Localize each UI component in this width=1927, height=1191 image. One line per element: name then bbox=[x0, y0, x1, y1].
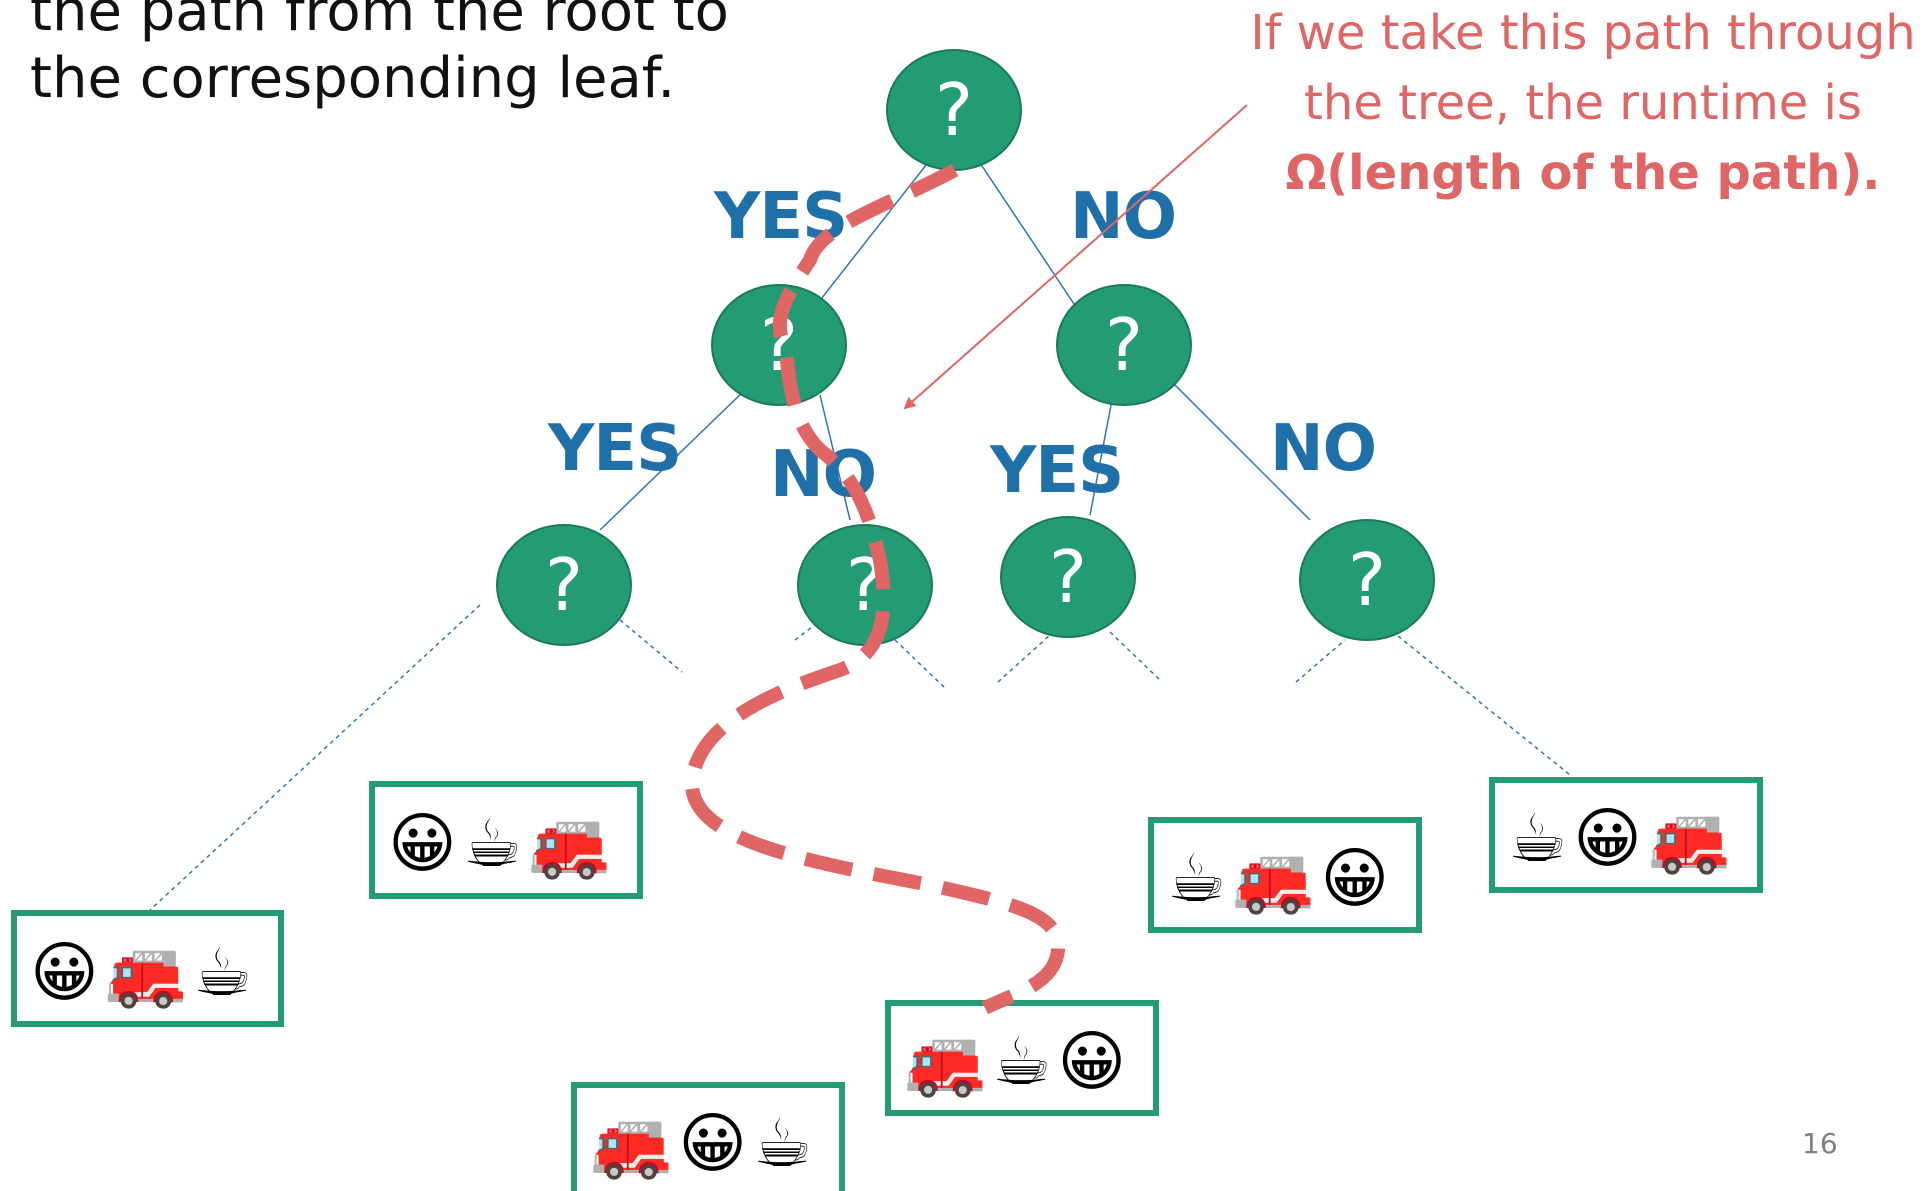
dotted-edge bbox=[619, 619, 683, 673]
edge-label-right-no: NO bbox=[1270, 412, 1376, 486]
coffee-icon: ☕ bbox=[193, 934, 252, 1011]
smiley-icon: 😀 bbox=[388, 805, 457, 882]
tree-node-lr: ? bbox=[797, 524, 933, 646]
leaf-box: 🚒☕😀 bbox=[885, 1000, 1159, 1116]
dotted-edges bbox=[149, 589, 1571, 911]
intro-line-2: the corresponding leaf. bbox=[30, 46, 676, 112]
coffee-icon: ☕ bbox=[463, 805, 522, 882]
leaf-icons: 😀☕🚒 bbox=[388, 805, 610, 882]
smiley-icon: 😀 bbox=[1320, 840, 1389, 917]
dotted-edge bbox=[1295, 639, 1346, 683]
leaf-box: ☕🚒😀 bbox=[1148, 817, 1422, 933]
tree-node-right: ? bbox=[1056, 284, 1192, 406]
dotted-edge bbox=[1109, 631, 1161, 681]
tree-node-rl: ? bbox=[1000, 516, 1136, 638]
coffee-icon: ☕ bbox=[1167, 840, 1226, 917]
fire-engine-icon: 🚒 bbox=[1648, 800, 1730, 877]
intro-line-1: the path from the root to bbox=[30, 0, 729, 44]
dotted-edge bbox=[1397, 635, 1571, 776]
smiley-icon: 😀 bbox=[1573, 800, 1642, 877]
coffee-icon: ☕ bbox=[753, 1105, 812, 1182]
edge-label-root-no: NO bbox=[1070, 180, 1176, 254]
edge-labels: YES NO YES NO YES NO bbox=[547, 180, 1377, 512]
coffee-icon: ☕ bbox=[1508, 800, 1567, 877]
slide-number: 16 bbox=[1802, 1127, 1838, 1160]
edge-label-right-yes: YES bbox=[989, 434, 1123, 508]
smiley-icon: 😀 bbox=[30, 934, 99, 1011]
fire-engine-icon: 🚒 bbox=[1232, 840, 1314, 917]
callout-line-3: Ω(length of the path). bbox=[1285, 145, 1881, 201]
leaf-icons: 🚒😀☕ bbox=[590, 1105, 812, 1182]
fire-engine-icon: 🚒 bbox=[528, 805, 610, 882]
fire-engine-icon: 🚒 bbox=[590, 1105, 672, 1182]
svg-text:?: ? bbox=[935, 68, 973, 152]
leaf-icons: 😀🚒☕ bbox=[30, 934, 252, 1011]
leaf-box: 🚒😀☕ bbox=[571, 1082, 845, 1191]
smiley-icon: 😀 bbox=[678, 1105, 747, 1182]
dotted-edge bbox=[894, 639, 946, 689]
edge-label-left-yes: YES bbox=[547, 412, 681, 486]
runtime-callout: If we take this path through the tree, t… bbox=[1238, 0, 1927, 208]
tree-node-left: ? bbox=[711, 284, 847, 406]
leaf-icons: 🚒☕😀 bbox=[904, 1023, 1126, 1100]
svg-text:?: ? bbox=[1105, 303, 1143, 387]
dotted-edge bbox=[149, 604, 481, 911]
svg-text:?: ? bbox=[545, 543, 583, 627]
leaf-icons: ☕😀🚒 bbox=[1508, 800, 1730, 877]
tree-node-rr: ? bbox=[1299, 519, 1435, 641]
leaf-boxes: 😀🚒☕ 😀☕🚒 🚒😀☕ 🚒☕😀 ☕🚒😀 ☕😀🚒 bbox=[11, 777, 1763, 1191]
leaf-box: ☕😀🚒 bbox=[1489, 777, 1763, 893]
intro-text: the path from the root to the correspond… bbox=[30, 0, 729, 112]
svg-text:?: ? bbox=[1049, 535, 1087, 619]
tree-node-ll: ? bbox=[496, 524, 632, 646]
tree-node-root: ? bbox=[886, 49, 1022, 171]
dotted-edge bbox=[997, 634, 1051, 683]
smiley-icon: 😀 bbox=[1057, 1023, 1126, 1100]
leaf-icons: ☕🚒😀 bbox=[1167, 840, 1389, 917]
leaf-box: 😀☕🚒 bbox=[369, 781, 643, 899]
leaf-box: 😀🚒☕ bbox=[11, 910, 284, 1027]
callout-line-2: the tree, the runtime is bbox=[1304, 75, 1862, 131]
callout-arrow bbox=[903, 104, 1248, 410]
fire-engine-icon: 🚒 bbox=[105, 934, 187, 1011]
svg-text:?: ? bbox=[1348, 538, 1386, 622]
edge-right-leftchild bbox=[1089, 399, 1113, 516]
highlighted-path bbox=[684, 163, 1066, 1015]
fire-engine-icon: 🚒 bbox=[904, 1023, 986, 1100]
tree-edges bbox=[599, 159, 1311, 531]
coffee-icon: ☕ bbox=[992, 1023, 1051, 1100]
edge-left-leftchild bbox=[599, 389, 746, 531]
edge-right-rightchild bbox=[1169, 379, 1311, 521]
callout-line-1: If we take this path through bbox=[1250, 5, 1916, 61]
tree-nodes: ? ? ? ? ? ? ? bbox=[496, 49, 1435, 646]
